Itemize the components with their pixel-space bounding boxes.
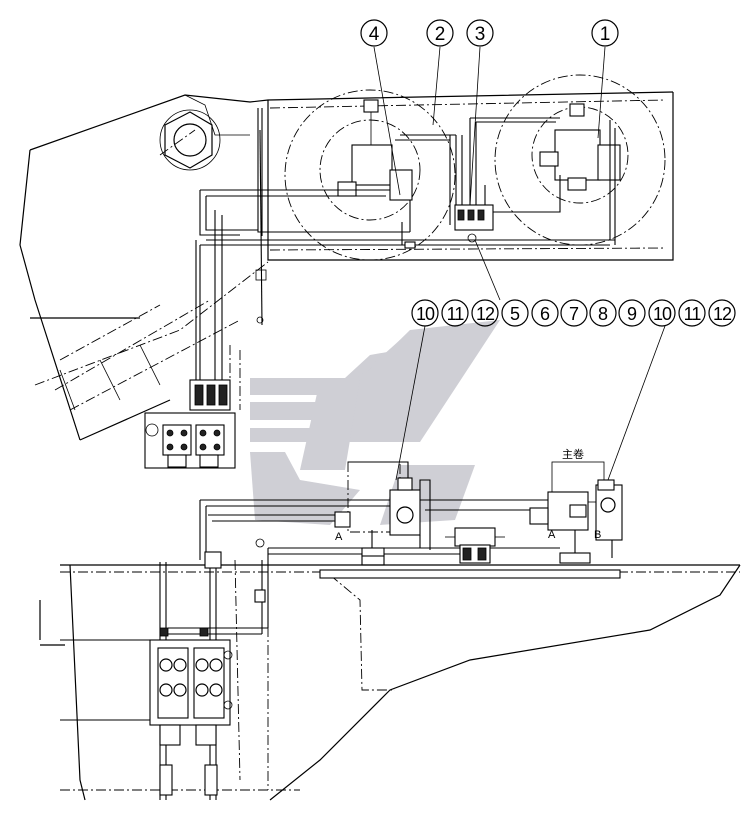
callout-number: 10 — [416, 304, 435, 324]
callout-10-right: 10 — [648, 299, 676, 327]
callout-number: 3 — [475, 24, 486, 45]
callout-7: 7 — [560, 299, 588, 327]
main-control-valve — [149, 627, 233, 746]
boom-base-valves — [144, 269, 267, 469]
watermark-stripe — [250, 452, 360, 525]
manifold-valve — [404, 204, 494, 249]
center-valve — [445, 527, 505, 564]
callout-11-left: 11 — [441, 299, 469, 327]
callout-1: 1 — [591, 19, 619, 47]
callout-row-middle: 10 11 12 5 6 7 8 9 — [411, 299, 736, 327]
callout-number: 9 — [627, 304, 637, 324]
callout-4: 4 — [360, 19, 388, 47]
callout-5: 5 — [501, 299, 529, 327]
callout-number: 4 — [369, 24, 380, 45]
callout-number: 12 — [476, 304, 495, 324]
callout-number: 10 — [653, 304, 672, 324]
fittings — [159, 547, 385, 796]
winch-circuit-left: A — [199, 461, 470, 566]
leader-lines — [373, 46, 666, 489]
callout-number: 8 — [598, 304, 608, 324]
callout-number: 11 — [447, 304, 465, 324]
callout-number: 6 — [540, 304, 550, 324]
callout-12-left: 12 — [471, 299, 499, 327]
callout-9: 9 — [618, 299, 646, 327]
boom-pivot — [159, 109, 221, 171]
port-label-a: A — [548, 529, 556, 541]
watermark-stripe — [300, 380, 360, 470]
callout-number: 12 — [713, 304, 732, 324]
callout-number: 5 — [510, 304, 520, 324]
callout-number: 2 — [435, 24, 446, 45]
callout-8: 8 — [589, 299, 617, 327]
boom-outline — [19, 91, 674, 441]
callout-2: 2 — [426, 19, 454, 47]
callout-number: 1 — [600, 24, 611, 45]
watermark-stripe — [250, 320, 500, 442]
callout-10-left: 10 — [411, 299, 439, 327]
winch-label: 主卷 — [562, 447, 584, 461]
chassis-outline — [39, 555, 741, 801]
port-label-a: A — [335, 531, 343, 543]
callout-12-right: 12 — [708, 299, 736, 327]
watermark-logo — [250, 320, 500, 525]
callout-3: 3 — [466, 19, 494, 47]
winch-drum-left — [284, 89, 456, 261]
port-label-b: B — [594, 529, 601, 541]
callout-6: 6 — [531, 299, 559, 327]
callout-number: 7 — [569, 304, 579, 324]
callout-11-right: 11 — [678, 299, 706, 327]
winch-circuit-right: 主卷 A B — [420, 447, 623, 564]
callout-number: 11 — [684, 304, 702, 324]
